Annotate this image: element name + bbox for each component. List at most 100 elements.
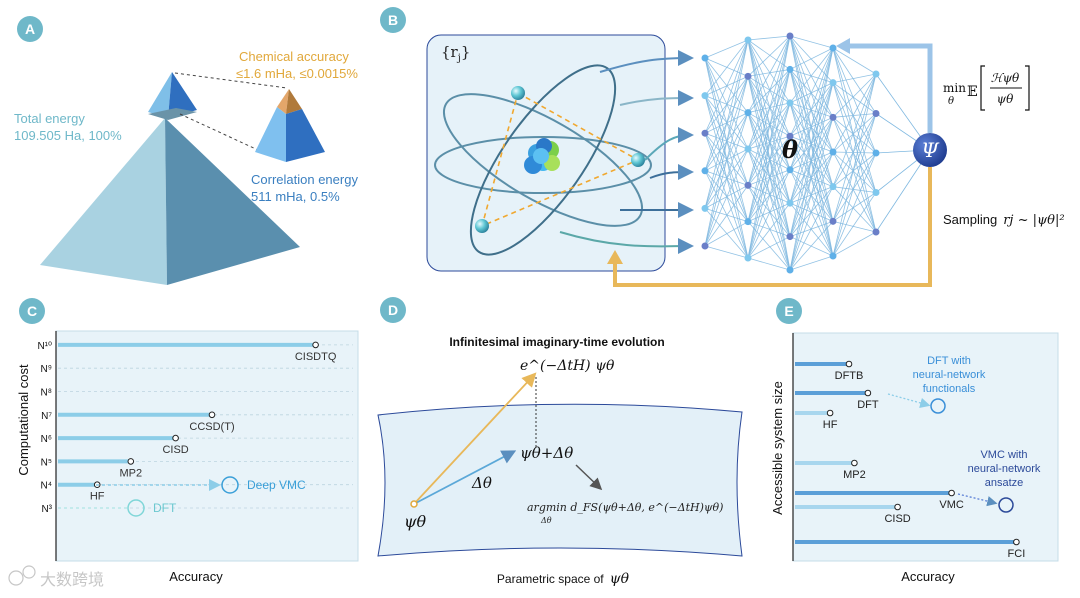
panel-e-point-dft xyxy=(864,389,872,397)
panel-d-label: D xyxy=(388,302,398,318)
imag-time-arrow xyxy=(413,372,537,505)
panel-e-point-mp2 xyxy=(851,459,858,467)
vmc-nn-line-2: neural-network xyxy=(968,463,1041,475)
input-arrows xyxy=(559,50,694,255)
nn-node xyxy=(744,72,752,80)
panel-b-badge xyxy=(380,7,406,33)
dft-nn-line-2: neural-network xyxy=(913,369,986,381)
big-pyramid-right-face xyxy=(165,118,300,285)
chem-accuracy-value: ≤1.6 mHa, ≤0.0015% xyxy=(236,66,358,81)
correlation-energy-value: 511 mHa, 0.5% xyxy=(251,189,340,204)
electron-coords-label: {rj} xyxy=(441,43,470,64)
nn-node xyxy=(744,109,752,117)
panel-d-badge xyxy=(380,297,406,323)
panel-c-tick-label: N³ xyxy=(41,504,52,515)
panel-e-ylabel: Accessible system size xyxy=(770,381,785,515)
sampling-arrowhead xyxy=(607,250,623,264)
deep-vmc-marker xyxy=(221,476,239,494)
panel-d: D Infinitesimal imaginary-time evolution… xyxy=(377,297,743,587)
nn-node xyxy=(829,79,837,87)
nn-node xyxy=(701,54,709,62)
nn-node xyxy=(786,266,794,274)
panel-e-method-label: DFTB xyxy=(835,370,864,382)
dft-nn-line-3: functionals xyxy=(923,383,976,395)
psi-node xyxy=(913,133,947,167)
panel-c-ylabel: Computational cost xyxy=(16,364,31,476)
nn-node xyxy=(786,233,794,241)
nn-node xyxy=(701,167,709,175)
nn-node xyxy=(872,110,880,117)
objective-expression: min θ 𝔼 ℋψθ ψθ xyxy=(943,65,1030,111)
psi-label: Ψ xyxy=(921,138,940,162)
nn-node xyxy=(829,44,837,52)
nn-node xyxy=(786,166,794,174)
nn-node xyxy=(872,70,880,78)
panel-c-tick-label: N¹⁰ xyxy=(37,341,52,352)
total-energy-title: Total energy xyxy=(14,111,85,126)
nn-node xyxy=(872,189,880,196)
panel-e-xlabel: Accuracy xyxy=(901,569,955,584)
panel-c-point-ccsd(t) xyxy=(208,411,216,419)
updated-state-expr: ψθ+Δθ xyxy=(520,444,573,462)
nn-node xyxy=(744,36,752,44)
panel-e-method-label: FCI xyxy=(1008,548,1026,560)
panel-e-method-label: VMC xyxy=(939,499,964,511)
nn-node xyxy=(786,99,794,107)
neural-network xyxy=(701,32,931,274)
panel-c-method-label: CISD xyxy=(162,444,188,456)
panel-c-tick-label: N⁹ xyxy=(40,364,52,375)
panel-e-method-label: CISD xyxy=(884,513,910,525)
panel-c-tick-label: N⁷ xyxy=(41,411,52,422)
nn-node xyxy=(744,145,752,153)
watermark-logo-icon xyxy=(8,570,24,586)
nn-node xyxy=(786,32,794,40)
nn-node xyxy=(829,217,837,225)
panel-c-tick-label: N⁵ xyxy=(41,457,52,468)
panel-e-point-cisd xyxy=(894,503,901,511)
psi-start-point xyxy=(410,500,418,508)
nn-node xyxy=(872,228,880,236)
panel-c-label: C xyxy=(27,303,37,319)
big-pyramid-left-face xyxy=(40,118,167,285)
argmin-subscript: Δθ xyxy=(540,516,552,525)
vmc-nn-line-3: ansatze xyxy=(985,477,1024,489)
optimization-feedback-arrow xyxy=(850,43,933,133)
panel-c-point-cisdtq xyxy=(312,341,319,349)
sampling-loop-arrow xyxy=(613,167,932,287)
zoom-pyramid-right xyxy=(286,109,325,162)
panel-c-xlabel: Accuracy xyxy=(169,569,223,584)
panel-e-plot-area xyxy=(792,332,1059,562)
total-energy-value: 109.505 Ha, 100% xyxy=(14,128,122,143)
panel-a-badge xyxy=(17,16,43,42)
parametric-manifold xyxy=(377,403,743,557)
panel-c-method-label: HF xyxy=(90,491,105,503)
panel-a-label: A xyxy=(25,21,35,37)
electron-2 xyxy=(631,153,645,167)
panel-c-method-label: CCSD(T) xyxy=(189,421,234,433)
svg-text:ψθ: ψθ xyxy=(997,92,1014,106)
panel-c-plot-area xyxy=(55,330,359,562)
panel-e-point-vmc xyxy=(948,489,955,497)
panel-c-tick-label: N⁶ xyxy=(41,434,52,445)
param-update-arrow xyxy=(413,450,517,505)
zoom-pyramid-tip-left xyxy=(277,89,289,114)
panel-e-point-hf xyxy=(826,409,834,417)
argmin-expression: argmin d_FS(ψθ+Δθ, e^(−ΔtH)ψθ) xyxy=(527,501,723,514)
panel-d-title: Infinitesimal imaginary-time evolution xyxy=(449,335,664,349)
svg-text:ℋψθ: ℋψθ xyxy=(991,71,1020,85)
theta-label: θ xyxy=(782,135,798,164)
svg-text:𝔼: 𝔼 xyxy=(967,84,978,100)
zoom-pyramid-tip-right xyxy=(286,89,302,114)
psi-theta-label: ψθ xyxy=(404,512,427,531)
panel-c-point-mp2 xyxy=(127,458,135,465)
top-pyramid-left xyxy=(148,72,172,118)
panel-c-tick-label: N⁴ xyxy=(40,481,52,492)
nn-node xyxy=(829,183,837,191)
nn-node xyxy=(701,204,709,212)
nn-node xyxy=(829,252,837,260)
orbit-1 xyxy=(434,136,652,194)
nn-node xyxy=(872,149,880,157)
